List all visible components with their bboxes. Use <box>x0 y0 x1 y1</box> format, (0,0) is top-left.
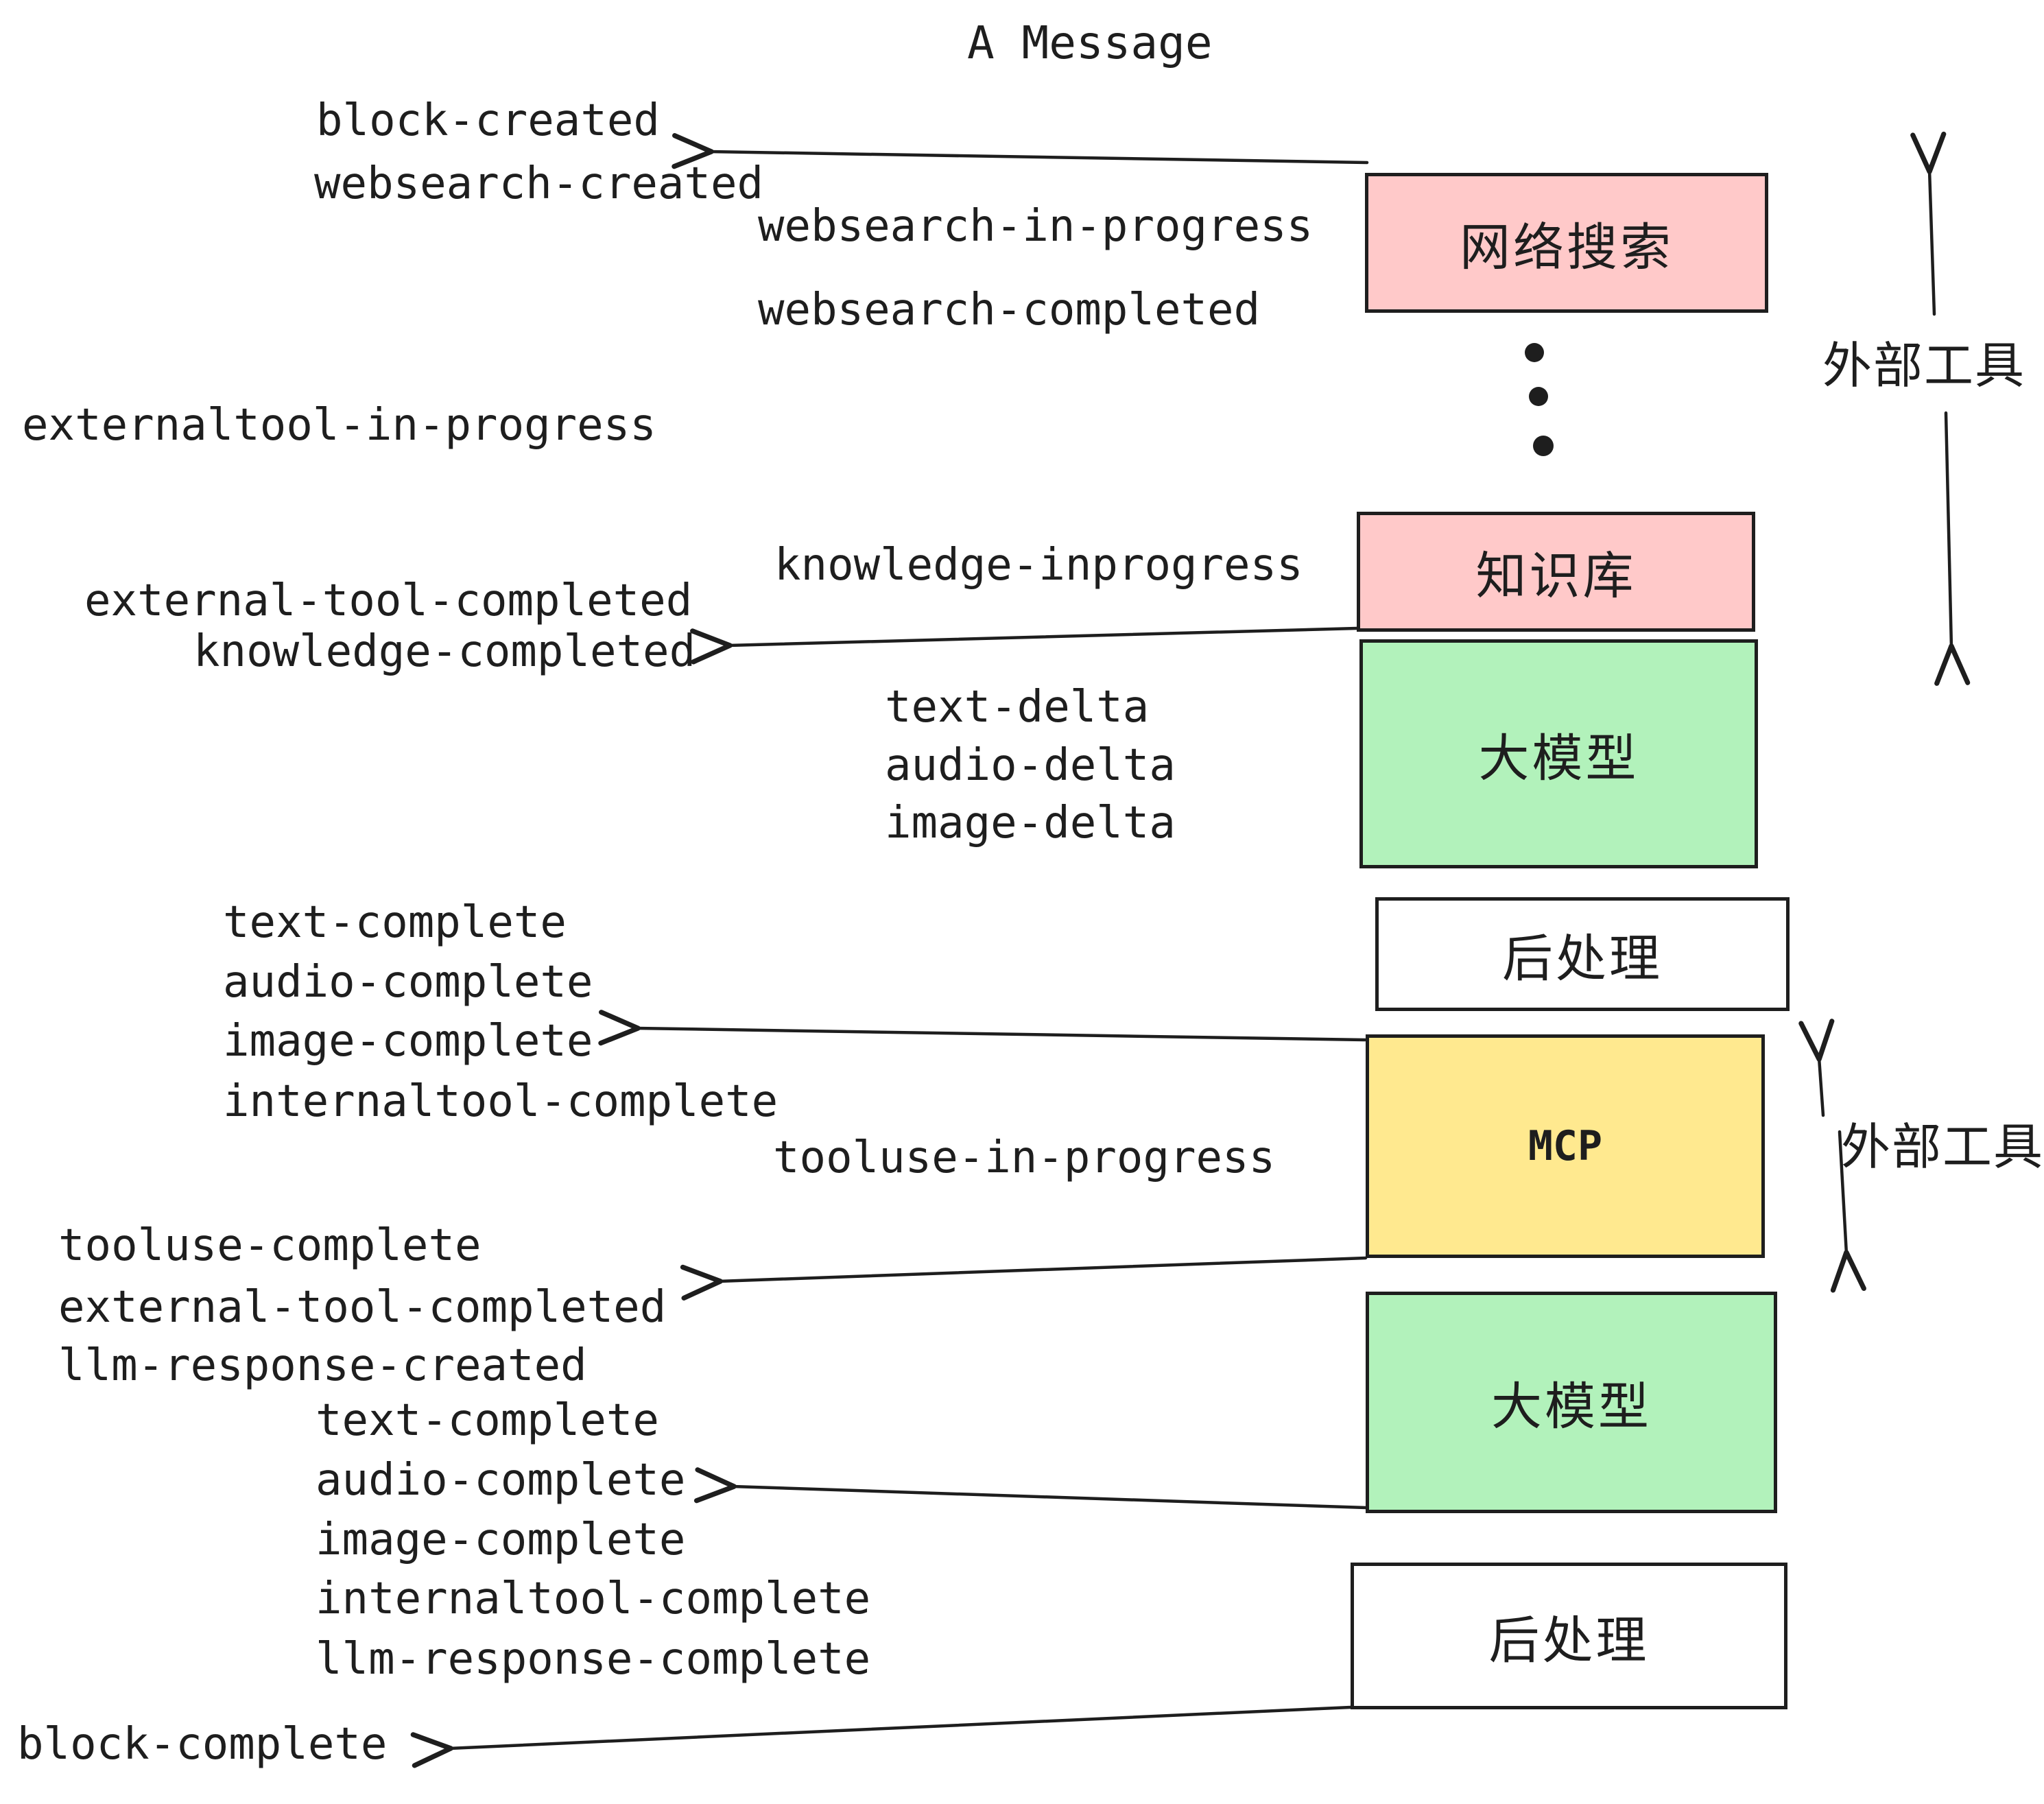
event-external-tool-completed-1: external-tool-completed <box>84 575 693 626</box>
event-internaltool-complete-1: internaltool-complete <box>223 1076 779 1127</box>
event-websearch-in-progress: websearch-in-progress <box>758 201 1314 252</box>
event-image-delta-1: image-delta <box>885 798 1176 848</box>
arrow-external-tools-up-2 <box>1798 1019 1835 1117</box>
event-llm-response-created: llm-response-created <box>58 1340 587 1391</box>
arrow-image-complete <box>598 1010 1367 1046</box>
node-postprocess-2[interactable]: 后处理 <box>1351 1563 1787 1709</box>
node-websearch-label: 网络搜索 <box>1460 218 1674 276</box>
node-postprocess-1-label: 后处理 <box>1502 929 1663 987</box>
arrow-block-complete <box>410 1705 1353 1768</box>
arrow-knowledge-completed <box>690 626 1359 665</box>
event-audio-complete-1: audio-complete <box>223 957 593 1008</box>
node-llm-1[interactable]: 大模型 <box>1359 639 1758 868</box>
node-knowledge[interactable]: 知识库 <box>1357 512 1755 632</box>
diagram-title: A Message <box>967 16 1213 69</box>
event-block-created: block-created <box>316 95 660 146</box>
ellipsis-dots <box>1525 343 1554 456</box>
node-mcp-label: MCP <box>1528 1122 1603 1170</box>
event-text-delta-1: text-delta <box>885 682 1150 733</box>
node-websearch[interactable]: 网络搜索 <box>1365 173 1768 313</box>
event-internaltool-complete-2: internaltool-complete <box>316 1574 871 1624</box>
arrow-websearch-created <box>672 133 1369 169</box>
node-knowledge-label: 知识库 <box>1475 547 1637 604</box>
node-postprocess-1[interactable]: 后处理 <box>1375 897 1790 1011</box>
event-image-complete-2: image-complete <box>316 1515 686 1565</box>
arrow-external-tools-down-1 <box>1934 411 1971 686</box>
event-websearch-created: websearch-created <box>314 158 764 209</box>
event-image-complete-1: image-complete <box>223 1016 593 1067</box>
arrow-audio-complete <box>693 1467 1368 1510</box>
node-llm-2-label: 大模型 <box>1491 1378 1652 1435</box>
event-knowledge-completed: knowledge-completed <box>193 626 696 677</box>
external-tools-label-top: 外部工具 <box>1822 338 2026 394</box>
event-audio-complete-2: audio-complete <box>316 1455 686 1506</box>
event-tooluse-complete: tooluse-complete <box>58 1220 482 1271</box>
event-text-complete-2: text-complete <box>316 1395 659 1446</box>
node-llm-1-label: 大模型 <box>1478 729 1639 787</box>
event-text-complete-1: text-complete <box>223 897 567 948</box>
arrow-external-tools-up-1 <box>1910 131 1947 316</box>
event-audio-delta-1: audio-delta <box>885 740 1176 791</box>
node-mcp[interactable]: MCP <box>1366 1034 1765 1258</box>
event-knowledge-inprogress: knowledge-inprogress <box>774 540 1303 591</box>
external-tools-label-mid: 外部工具 <box>1841 1119 2044 1175</box>
node-postprocess-2-label: 后处理 <box>1488 1611 1650 1669</box>
node-llm-2[interactable]: 大模型 <box>1366 1292 1777 1513</box>
event-websearch-completed: websearch-completed <box>758 285 1261 335</box>
event-block-complete: block-complete <box>17 1719 388 1770</box>
event-externaltool-in-progress: externaltool-in-progress <box>22 400 656 451</box>
arrow-tooluse-complete <box>680 1256 1368 1301</box>
event-tooluse-in-progress: tooluse-in-progress <box>773 1132 1276 1183</box>
event-external-tool-completed-2: external-tool-completed <box>58 1282 667 1333</box>
event-llm-response-complete: llm-response-complete <box>316 1634 871 1685</box>
